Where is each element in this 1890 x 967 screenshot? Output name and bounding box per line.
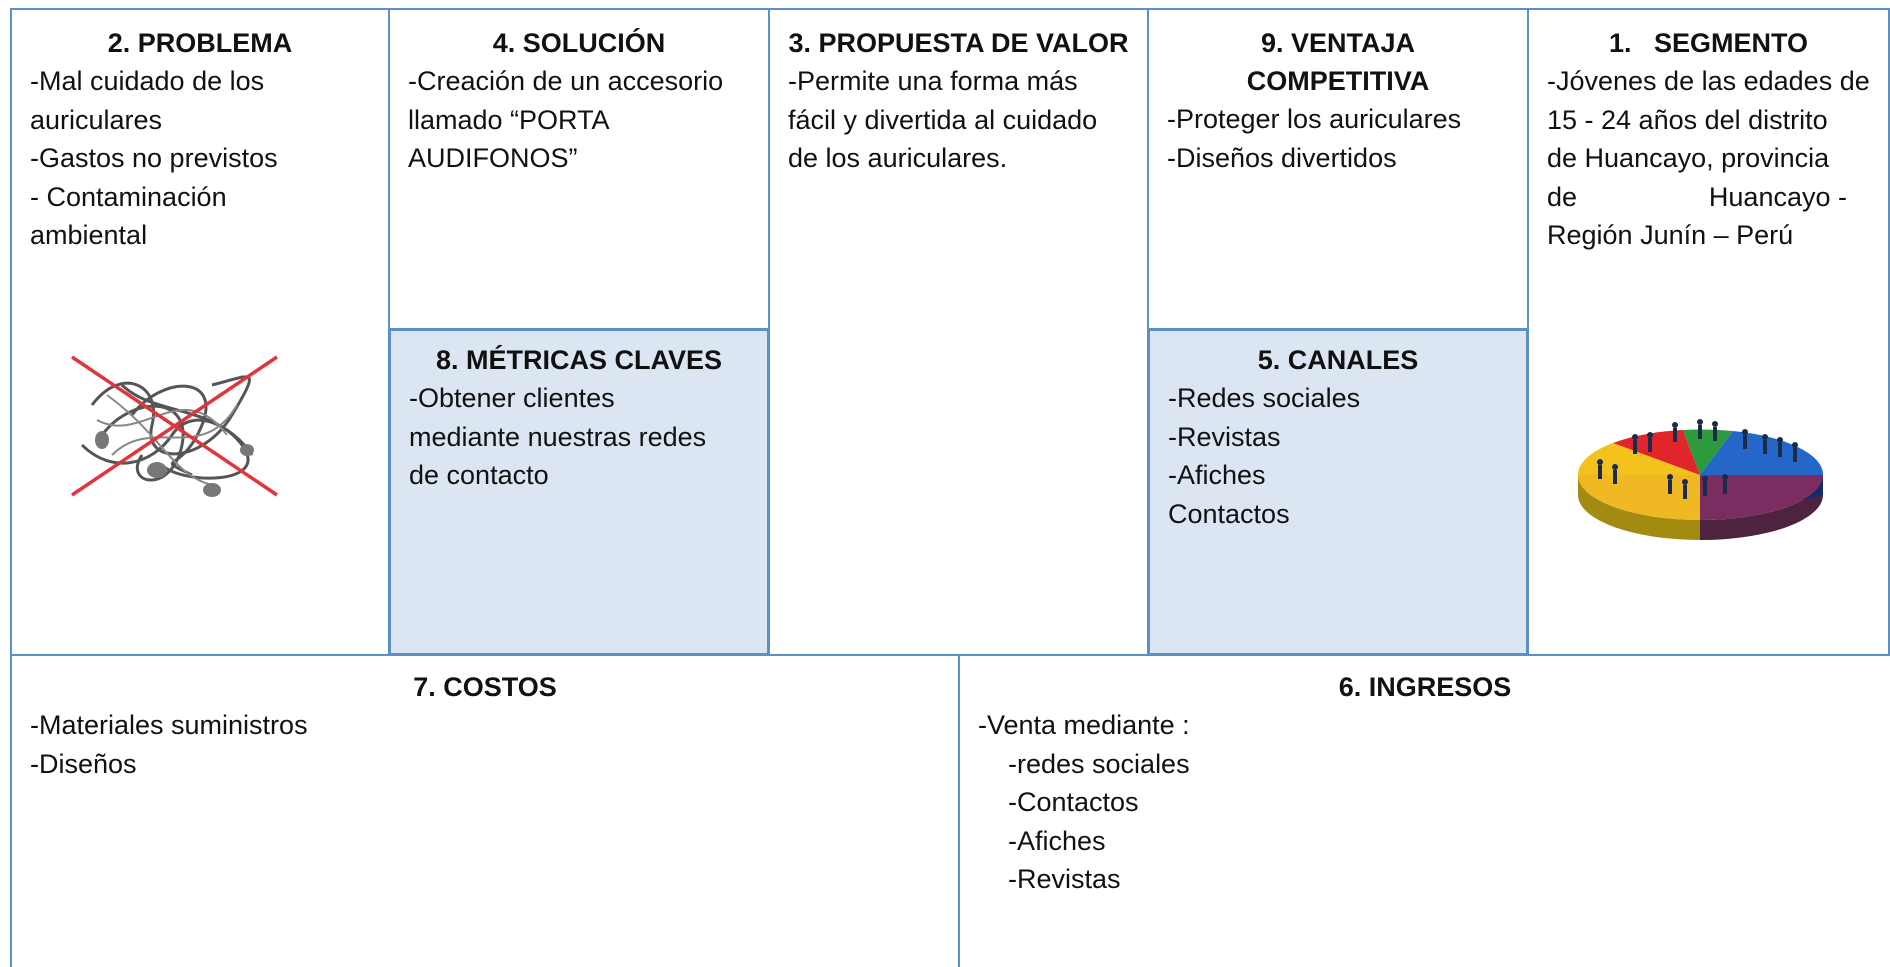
ingresos-lines: -Venta mediante : -redes sociales -Conta… — [960, 706, 1890, 899]
canales-line: Contactos — [1168, 498, 1290, 529]
propuesta-title: 3. PROPUESTA DE VALOR — [788, 28, 1129, 58]
solucion-line: llamado “PORTA — [408, 104, 610, 135]
costos-line: -Materiales suministros — [30, 710, 308, 740]
ingresos-title: 6. INGRESOS — [1338, 672, 1512, 702]
metricas-cell: 8. MÉTRICAS CLAVES -Obtener clientes med… — [388, 328, 770, 656]
ventaja-line: -Proteger los auriculares — [1167, 104, 1462, 134]
problema-line: auriculares — [30, 104, 163, 135]
propuesta-lines: -Permite una forma más fácil y divertida… — [770, 62, 1147, 178]
problema-title: 2. PROBLEMA — [107, 28, 293, 58]
solucion-title: 4. SOLUCIÓN — [492, 28, 666, 58]
metricas-line: -Obtener clientes — [409, 383, 615, 413]
tangled-headphones-icon — [71, 355, 278, 497]
canales-lines: -Redes sociales -Revistas -Afiches Conta… — [1150, 379, 1526, 533]
segmento-line-part: Huancayo - — [1708, 181, 1847, 212]
solucion-line: -Creación de un accesorio — [408, 66, 724, 96]
solucion-lines: -Creación de un accesorio llamado “PORTA… — [390, 62, 768, 178]
canales-line: -Afiches — [1168, 460, 1266, 490]
costos-lines: -Materiales suministros -Diseños — [12, 706, 958, 783]
segmento-lines: -Jóvenes de las edades de 15 - 24 años d… — [1529, 62, 1888, 255]
propuesta-cell: 3. PROPUESTA DE VALOR -Permite una forma… — [768, 8, 1149, 656]
segmento-title: 1. SEGMENTO — [1608, 28, 1809, 58]
segmento-line: de Huancayo - — [1547, 178, 1847, 217]
problema-line: - Contaminación — [30, 181, 227, 212]
ingresos-item: -Contactos — [1008, 787, 1139, 817]
metricas-line: mediante nuestras redes — [409, 421, 707, 452]
segmento-line: de Huancayo, provincia — [1547, 143, 1830, 173]
ventaja-lines: -Proteger los auriculares -Diseños diver… — [1149, 100, 1527, 177]
metricas-line: de contacto — [409, 460, 549, 490]
metricas-lines: -Obtener clientes mediante nuestras rede… — [391, 379, 767, 495]
ingresos-item: -Revistas — [1008, 864, 1121, 894]
costos-title: 7. COSTOS — [413, 672, 557, 702]
costos-cell: 7. COSTOS -Materiales suministros -Diseñ… — [10, 654, 960, 967]
ventaja-line: -Diseños divertidos — [1167, 142, 1397, 173]
ingresos-cell: 6. INGRESOS -Venta mediante : -redes soc… — [958, 654, 1890, 967]
problema-line: ambiental — [30, 220, 148, 250]
ventaja-title-line: COMPETITIVA — [1246, 66, 1430, 96]
solucion-cell: 4. SOLUCIÓN -Creación de un accesorio ll… — [388, 8, 770, 330]
problema-cell: 2. PROBLEMA -Mal cuidado de los auricula… — [10, 8, 390, 656]
problema-line: -Mal cuidado de los — [30, 66, 265, 96]
segmento-line: Región Junín – Perú — [1547, 220, 1794, 250]
ingresos-item: -redes sociales — [1008, 748, 1190, 779]
problema-lines: -Mal cuidado de los auriculares -Gastos … — [12, 62, 388, 255]
propuesta-line: -Permite una forma más — [788, 66, 1078, 96]
ventaja-title-line: 9. VENTAJA — [1260, 28, 1416, 58]
ventaja-cell: 9. VENTAJA COMPETITIVA -Proteger los aur… — [1147, 8, 1529, 330]
canales-line: -Revistas — [1168, 421, 1281, 452]
segmento-line: -Jóvenes de las edades de — [1547, 66, 1870, 96]
canales-line: -Redes sociales — [1168, 383, 1361, 413]
ingresos-lead: -Venta mediante : — [978, 710, 1190, 740]
problema-line: -Gastos no previstos — [30, 143, 278, 173]
metricas-title: 8. MÉTRICAS CLAVES — [435, 345, 723, 375]
segmento-line: 15 - 24 años del distrito — [1547, 104, 1828, 135]
canales-title: 5. CANALES — [1257, 345, 1419, 375]
canales-cell: 5. CANALES -Redes sociales -Revistas -Af… — [1147, 328, 1529, 656]
ventaja-title: 9. VENTAJA COMPETITIVA — [1149, 24, 1527, 100]
segmento-cell: 1. SEGMENTO -Jóvenes de las edades de 15… — [1527, 8, 1890, 656]
costos-line: -Diseños — [30, 748, 137, 779]
segmento-line-part: de — [1547, 181, 1578, 212]
solucion-line: AUDIFONOS” — [408, 143, 578, 173]
propuesta-line: de los auriculares. — [788, 143, 1008, 173]
people-pie-chart-icon — [1577, 419, 1824, 541]
propuesta-line: fácil y divertida al cuidado — [788, 104, 1098, 135]
ingresos-item: -Afiches — [1008, 825, 1106, 856]
